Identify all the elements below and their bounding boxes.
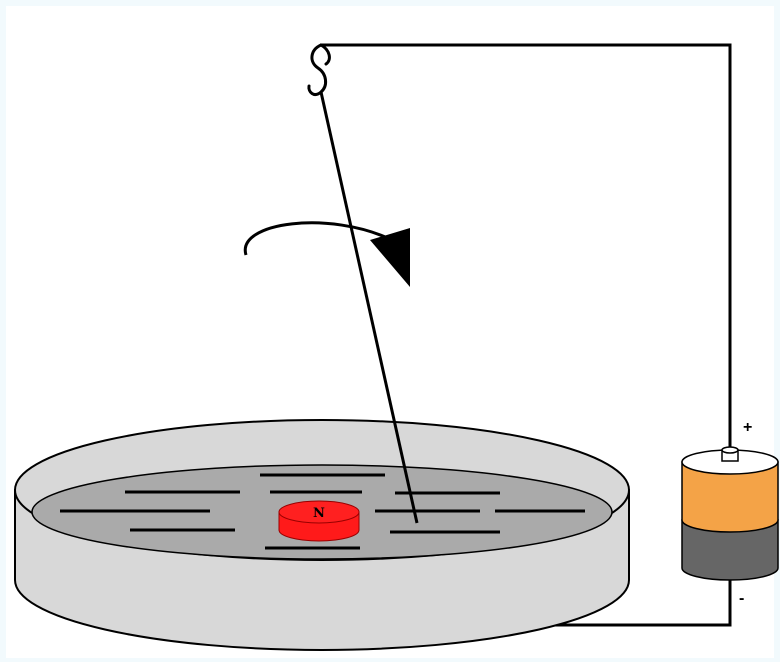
- wire-bottom: [548, 580, 732, 627]
- s-hook-shape: [307, 43, 327, 96]
- circuit-wire: [321, 43, 732, 627]
- s-hook-icon: [307, 43, 331, 96]
- magnet-top: [278, 500, 360, 524]
- liquid-streaks: [60, 473, 585, 550]
- s-hook-top: [319, 43, 331, 66]
- dish: N: [14, 419, 630, 651]
- battery-top-half: [681, 461, 779, 533]
- rotation-arrowhead: [370, 228, 410, 287]
- rotation-arc: [243, 221, 393, 256]
- battery-bottom-half: [681, 519, 779, 581]
- magnet-label: N: [313, 506, 325, 521]
- magnet: N: [278, 500, 360, 542]
- battery-positive-label: +: [743, 419, 752, 436]
- rotation-arrow-icon: [243, 221, 410, 287]
- pendulum-wire: [319, 91, 419, 524]
- wire-top: [321, 43, 732, 452]
- battery-negative-label: -: [739, 590, 744, 607]
- battery: + -: [681, 419, 779, 607]
- battery-terminal-top: [721, 446, 739, 454]
